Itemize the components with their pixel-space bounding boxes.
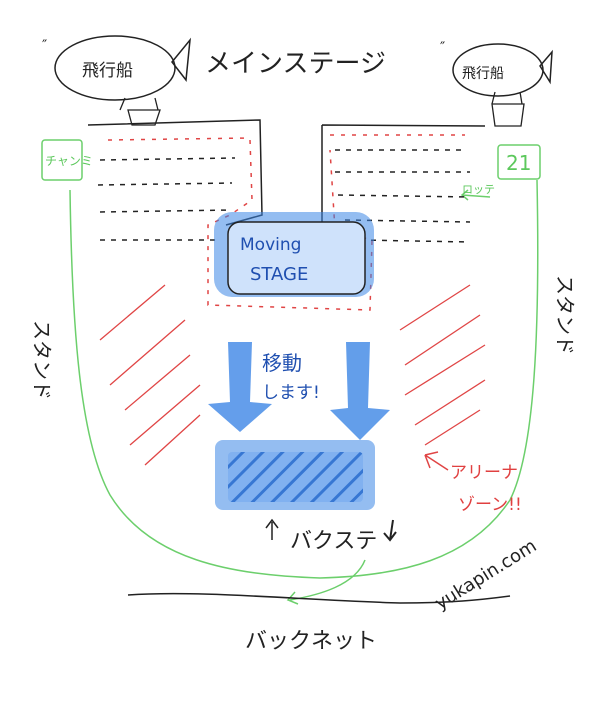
arena-label-1: アリーナ — [450, 463, 518, 483]
moving-stage-label-2: STAGE — [250, 264, 308, 285]
backstage-arrow-right — [383, 519, 397, 542]
seat-rows-left — [97, 157, 236, 241]
left-green-box — [41, 139, 83, 181]
back-net-label: バックネット — [245, 629, 377, 654]
seat-rows-right — [335, 149, 471, 243]
ship-basket-left — [119, 97, 161, 126]
stand-boundary — [69, 179, 539, 579]
arena-arrow — [424, 451, 449, 471]
right-green-arrow — [460, 189, 491, 201]
moves-label-1: 移動 — [262, 351, 302, 375]
moves-label-2: します! — [262, 383, 320, 403]
arena-hatch-left — [99, 284, 201, 466]
moving-stage — [227, 221, 366, 295]
right-green-box-label: 21 — [506, 151, 531, 175]
stand-right-label: スタンド — [553, 275, 577, 355]
watermark: yukapin.com — [432, 535, 541, 614]
stand-boundary-inner — [286, 559, 366, 605]
arena-hatch-right — [399, 284, 486, 446]
ship-left-label: 飛行船 — [82, 61, 133, 81]
quote-mark-right: ″ — [440, 40, 445, 56]
ship-right-label: 飛行船 — [462, 66, 504, 82]
back-stage — [228, 452, 363, 502]
quote-mark-left: ″ — [42, 38, 47, 54]
back-net-line — [127, 592, 511, 604]
main-stage-label: メインステージ — [205, 49, 386, 79]
back-stage-label: バクステ — [290, 529, 377, 554]
left-green-box-label: チャンミ — [45, 154, 93, 168]
ship-bubble-left — [54, 35, 176, 101]
ship-bubble-left-tail — [171, 37, 191, 82]
ship-bubble-right-tail — [539, 49, 553, 85]
ship-basket-right — [491, 91, 525, 127]
arena-label-2: ゾーン!! — [458, 495, 522, 515]
move-arrows — [208, 342, 390, 440]
main-stage-outline — [87, 119, 486, 227]
stand-left-label: スタンド — [30, 320, 54, 400]
moving-stage-label-1: Moving — [240, 235, 301, 255]
right-green-small-label: ロッテ — [462, 183, 495, 196]
right-green-box — [497, 144, 541, 180]
backstage-arrow-left — [265, 518, 279, 540]
red-front-seats — [107, 134, 465, 311]
